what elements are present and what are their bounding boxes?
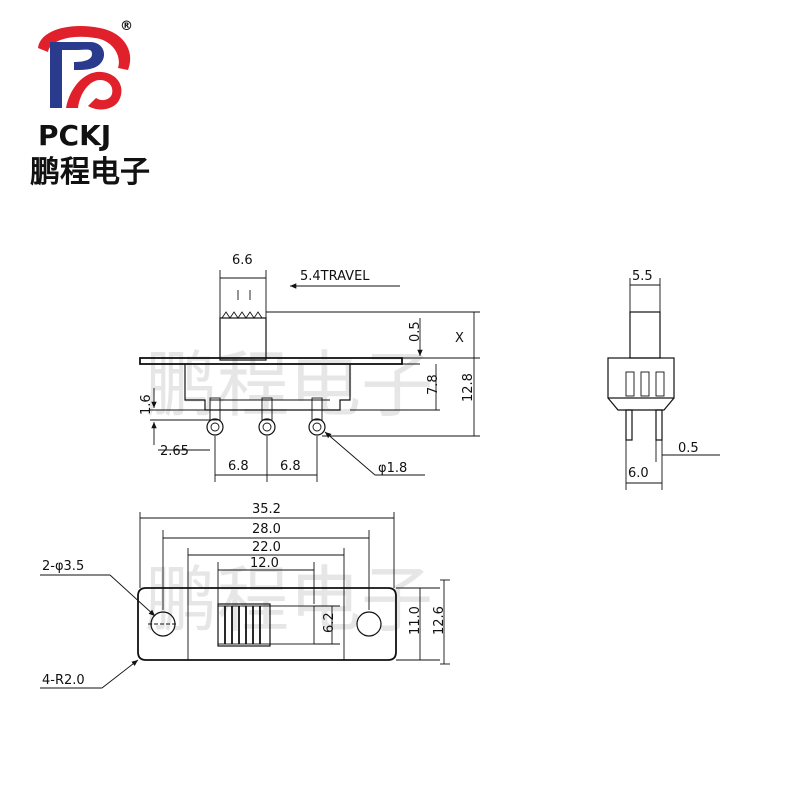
- mount-hole: [356, 611, 382, 637]
- pin-hole: [206, 418, 224, 436]
- pin-hole-inner: [312, 422, 322, 432]
- dim-plate-height: 12.6: [432, 606, 447, 635]
- dim-side-body-width: 6.0: [628, 466, 649, 481]
- front-knob: [219, 317, 267, 361]
- watermark-text: 鹏程电子: [145, 343, 433, 427]
- dim-slot-length: 12.0: [250, 556, 279, 571]
- dim-body-height: 7.8: [426, 374, 441, 395]
- top-slider: [217, 603, 271, 647]
- logo-p-icon: [50, 42, 105, 108]
- top-plate: [137, 587, 397, 661]
- dim-hole-spacing: 28.0: [252, 522, 281, 537]
- side-pin: [655, 409, 663, 441]
- dim-slot-height: 6.2: [322, 612, 337, 633]
- brand-name: PCKJ: [38, 119, 111, 152]
- pin: [209, 397, 221, 421]
- dim-side-knob-width: 5.5: [632, 269, 653, 284]
- dim-pitch-a: 6.8: [228, 459, 249, 474]
- front-pins: [206, 397, 326, 436]
- pin-hole: [308, 418, 326, 436]
- dim-travel: 5.4TRAVEL: [300, 269, 370, 284]
- pin-hole-inner: [210, 422, 220, 432]
- front-view: 6.6 5.4TRAVEL 0.5 X 7.8 12.8 1.6 2.65: [139, 253, 480, 482]
- logo-a-icon: [66, 71, 122, 110]
- company-logo: ® PCKJ 鹏程电子: [30, 19, 150, 190]
- side-knob: [629, 311, 661, 359]
- dim-total-height: 12.8: [461, 373, 476, 402]
- pin: [261, 397, 273, 421]
- pin: [311, 397, 323, 421]
- registered-mark: ®: [120, 19, 133, 34]
- dim-knob-width: 6.6: [232, 253, 253, 268]
- watermark-group: 鹏程电子 鹏程电子: [145, 343, 433, 642]
- side-terminal: [655, 371, 665, 397]
- top-view: 35.2 28.0 22.0 12.0 6.2 11.0 12.6 2-φ3.5: [40, 502, 450, 689]
- dim-mount-holes: 2-φ3.5: [42, 559, 84, 574]
- dim-corner-radius: 4-R2.0: [42, 673, 85, 688]
- dim-pitch-b: 6.8: [280, 459, 301, 474]
- pin-hole-inner: [262, 422, 272, 432]
- logo-swoosh-icon: [38, 26, 131, 70]
- top-body: [187, 587, 345, 661]
- pin-hole: [258, 418, 276, 436]
- brand-name-cn: 鹏程电子: [30, 155, 150, 190]
- knob-serration: [221, 311, 263, 319]
- dim-overall: 35.2: [252, 502, 281, 517]
- front-body: [184, 364, 351, 411]
- side-view: 5.5 0.5 6.0: [607, 269, 720, 490]
- dim-pin-offset: 2.65: [160, 444, 189, 459]
- dim-pin-height: 1.6: [139, 394, 154, 415]
- dim-hole-dia: φ1.8: [378, 461, 407, 476]
- side-pin: [625, 409, 633, 441]
- side-terminal: [625, 371, 635, 397]
- side-terminal: [640, 371, 650, 397]
- dim-knob-x: X: [455, 331, 464, 346]
- front-plate: [139, 357, 403, 365]
- dim-body-height: 11.0: [408, 606, 423, 635]
- dim-knob-height: 0.5: [408, 321, 423, 342]
- watermark-text: 鹏程电子: [145, 558, 433, 642]
- dim-body-length: 22.0: [252, 540, 281, 555]
- dim-pin-thickness: 0.5: [678, 441, 699, 456]
- side-body: [607, 357, 675, 399]
- side-body-bottom: [607, 397, 675, 411]
